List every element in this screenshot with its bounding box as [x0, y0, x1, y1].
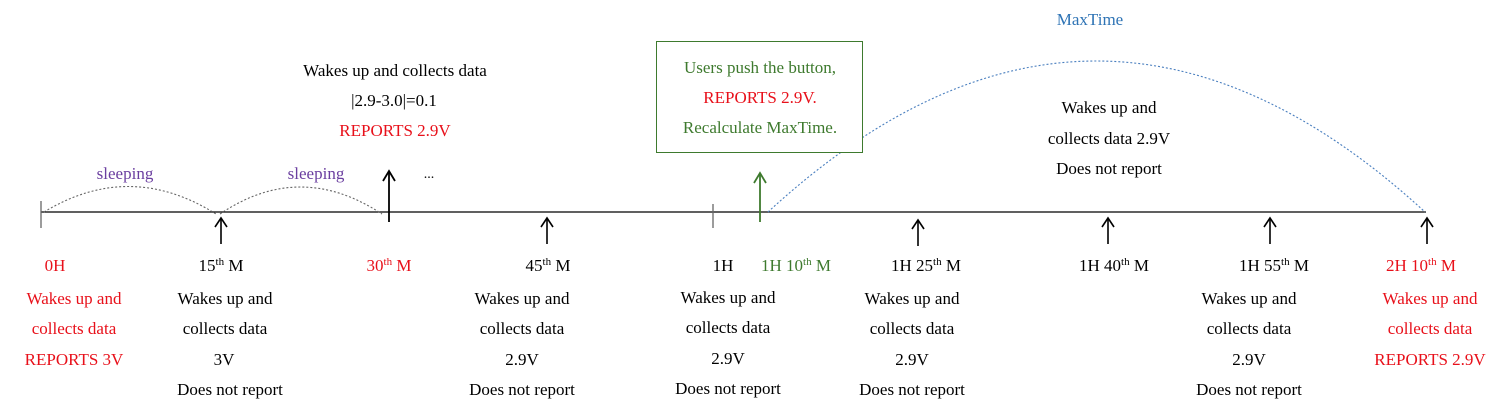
sleeping-arc-2 — [219, 186, 383, 215]
desc-1h25m-line4: Does not report — [859, 380, 965, 399]
sleeping-label-1: sleeping — [96, 164, 154, 183]
note-1h40m-line1: Wakes up and — [1061, 98, 1157, 117]
desc-15m-line2: collects data — [182, 319, 268, 338]
arrow-1h10m — [753, 171, 767, 222]
note-1h40m-line3: Does not report — [1056, 159, 1162, 178]
arrow-1h55m — [1263, 216, 1277, 244]
desc-1h55m-line1: Wakes up and — [1201, 289, 1297, 308]
desc-0h-line1: Wakes up and — [26, 289, 122, 308]
tick-label-15m: 15th M — [198, 256, 244, 275]
note-30m-line2: |2.9-3.0|=0.1 — [351, 91, 437, 110]
tick-label-1h55m: 1H 55th M — [1239, 256, 1309, 275]
note-30m-line3: REPORTS 2.9V — [339, 121, 451, 140]
desc-2h10m-line3: REPORTS 2.9V — [1374, 350, 1486, 369]
arrow-2h10m — [1420, 216, 1434, 244]
note-1h40m-line2: collects data 2.9V — [1047, 129, 1171, 148]
desc-1h-line3: 2.9V — [711, 349, 745, 368]
callout-line2: REPORTS 2.9V. — [703, 88, 817, 107]
desc-1h25m-line3: 2.9V — [895, 350, 929, 369]
desc-2h10m-line2: collects data — [1387, 319, 1473, 338]
desc-15m-line4: Does not report — [177, 380, 283, 399]
desc-45m-line4: Does not report — [469, 380, 575, 399]
desc-1h-line2: collects data — [685, 318, 771, 337]
desc-1h55m-line3: 2.9V — [1232, 350, 1266, 369]
tick-label-1h25m: 1H 25th M — [891, 256, 961, 275]
desc-45m-line3: 2.9V — [505, 350, 539, 369]
desc-15m-line3: 3V — [213, 350, 235, 369]
desc-1h55m-line4: Does not report — [1196, 380, 1302, 399]
sleeping-arc-1 — [43, 185, 217, 215]
callout-line1: Users push the button, — [683, 58, 837, 77]
desc-1h25m-line1: Wakes up and — [864, 289, 960, 308]
desc-45m-line2: collects data — [479, 319, 565, 338]
arrow-1h25m — [911, 218, 925, 246]
sleeping-label-2: sleeping — [287, 164, 345, 183]
desc-1h-line1: Wakes up and — [680, 288, 776, 307]
desc-1h-line4: Does not report — [675, 379, 781, 398]
desc-2h10m-line1: Wakes up and — [1382, 289, 1478, 308]
arrow-1h40m — [1101, 216, 1115, 244]
desc-1h25m-line2: collects data — [869, 319, 955, 338]
desc-0h-line3: REPORTS 3V — [24, 350, 124, 369]
callout-line3: Recalculate MaxTime. — [682, 118, 838, 137]
arrow-30m — [382, 169, 396, 222]
ellipsis-label: ... — [423, 167, 435, 182]
arrow-45m — [540, 216, 554, 244]
tick-label-2h10m: 2H 10th M — [1386, 256, 1456, 275]
tick-label-0h: 0H — [44, 256, 66, 275]
arrow-15m — [214, 216, 228, 244]
button-push-callout: Users push the button, REPORTS 2.9V. Rec… — [656, 41, 863, 153]
note-30m-line1: Wakes up and collects data — [303, 61, 487, 80]
tick-label-1h10m: 1H 10th M — [761, 256, 831, 275]
desc-15m-line1: Wakes up and — [177, 289, 273, 308]
tick-label-45m: 45th M — [525, 256, 571, 275]
desc-45m-line1: Wakes up and — [474, 289, 570, 308]
tick-label-1h40m: 1H 40th M — [1079, 256, 1149, 275]
tick-label-30m: 30th M — [366, 256, 412, 275]
maxtime-label: MaxTime — [1056, 10, 1124, 29]
desc-1h55m-line2: collects data — [1206, 319, 1292, 338]
tick-label-1h: 1H — [712, 256, 734, 275]
desc-0h-line2: collects data — [31, 319, 117, 338]
